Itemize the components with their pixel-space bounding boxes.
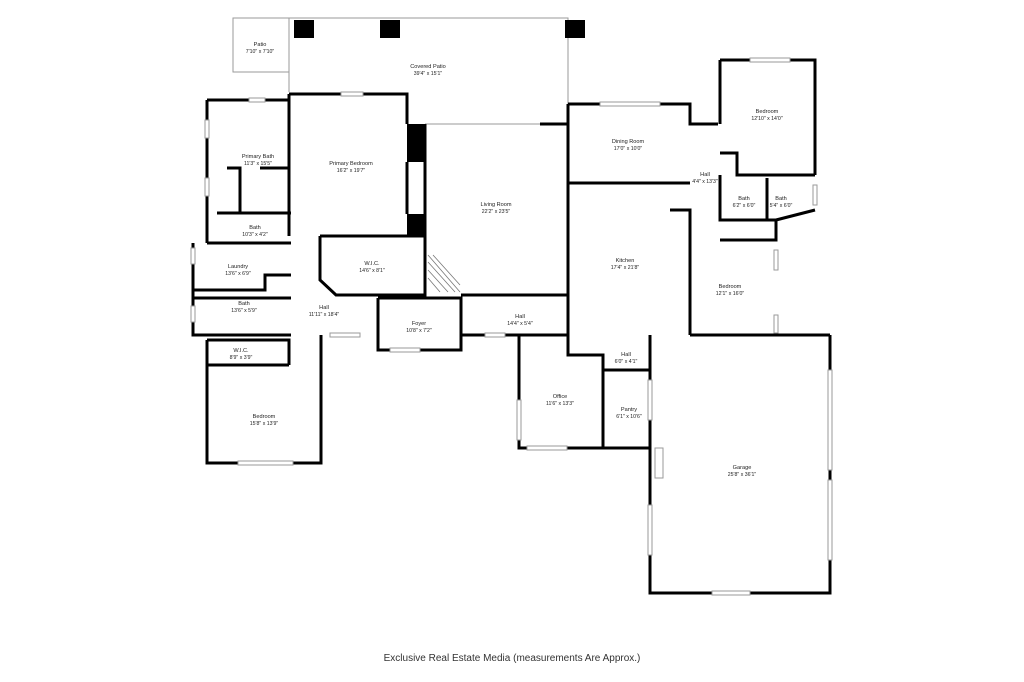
room-dimensions: 13'6" x 6'9" [225,271,251,277]
room-name: Bedroom [719,284,742,290]
room-name: Patio [254,42,267,48]
room-name: Laundry [228,264,248,270]
room-name: Primary Bedroom [329,161,373,167]
room-dimensions: 8'9" x 3'9" [230,355,253,361]
room-dimensions: 22'2" x 23'5" [482,209,511,215]
room-name: Bedroom [253,414,276,420]
room-name: Dining Room [612,139,645,145]
room-name: Hall [319,305,329,311]
room-dimensions: 12'1" x 16'0" [716,291,745,297]
room-name: Kitchen [616,258,635,264]
room-dimensions: 6'0" x 4'1" [615,359,638,365]
room-name: Covered Patio [410,64,445,70]
footer-credit: Exclusive Real Estate Media (measurement… [383,653,641,664]
room-name: Office [553,394,568,400]
room-dimensions: 14'6" x 8'1" [359,268,385,274]
room-name: W.I.C. [233,348,249,354]
stair-hatch [427,254,461,293]
room-dimensions: 6'1" x 10'6" [616,414,642,420]
room-name: Bedroom [756,109,779,115]
room-dimensions: 14'4" x 5'4" [507,321,533,327]
windows [190,57,833,596]
room-name: Bath [775,196,787,202]
room-dimensions: 16'2" x 19'7" [337,168,366,174]
covered-patio-outline [288,17,569,125]
room-name: Hall [621,352,631,358]
room-dimensions: 11'6" x 13'3" [546,401,574,407]
room-dimensions: 10'8" x 7'2" [406,328,432,334]
room-label-w-i-c: W.I.C.8'9" x 3'9" [230,348,253,361]
room-name: Garage [733,465,752,471]
room-dimensions: 25'8" x 36'1" [728,472,757,478]
room-dimensions: 11'11" x 18'4" [309,312,340,318]
room-label-w-i-c: W.I.C.14'6" x 8'1" [359,261,385,274]
room-dimensions: 6'2" x 6'0" [733,203,756,209]
room-name: Bath [738,196,750,202]
room-name: Bath [238,301,250,307]
room-dimensions: 10'3" x 4'2" [242,232,268,238]
room-dimensions: 5'4" x 6'0" [770,203,793,209]
room-dimensions: 11'3" x 15'5" [244,161,272,167]
room-dimensions: 12'10" x 14'0" [751,116,782,122]
patio-posts [294,20,585,236]
room-dimensions: 13'6" x 5'9" [231,308,257,314]
room-dimensions: 17'0" x 10'0" [614,146,643,152]
room-dimensions: 4'4" x 13'3" [692,179,718,185]
room-name: Living Room [480,202,511,208]
room-name: Hall [700,172,710,178]
room-name: Primary Bath [242,154,274,160]
room-name: Foyer [412,321,426,327]
room-dimensions: 17'4" x 21'8" [611,265,640,271]
room-name: Pantry [621,407,637,413]
room-name: W.I.C. [364,261,380,267]
room-name: Bath [249,225,261,231]
room-dimensions: 7'10" x 7'10" [246,49,275,55]
room-dimensions: 15'8" x 13'9" [250,421,279,427]
room-dimensions: 39'4" x 15'1" [414,71,443,77]
room-name: Hall [515,314,525,320]
